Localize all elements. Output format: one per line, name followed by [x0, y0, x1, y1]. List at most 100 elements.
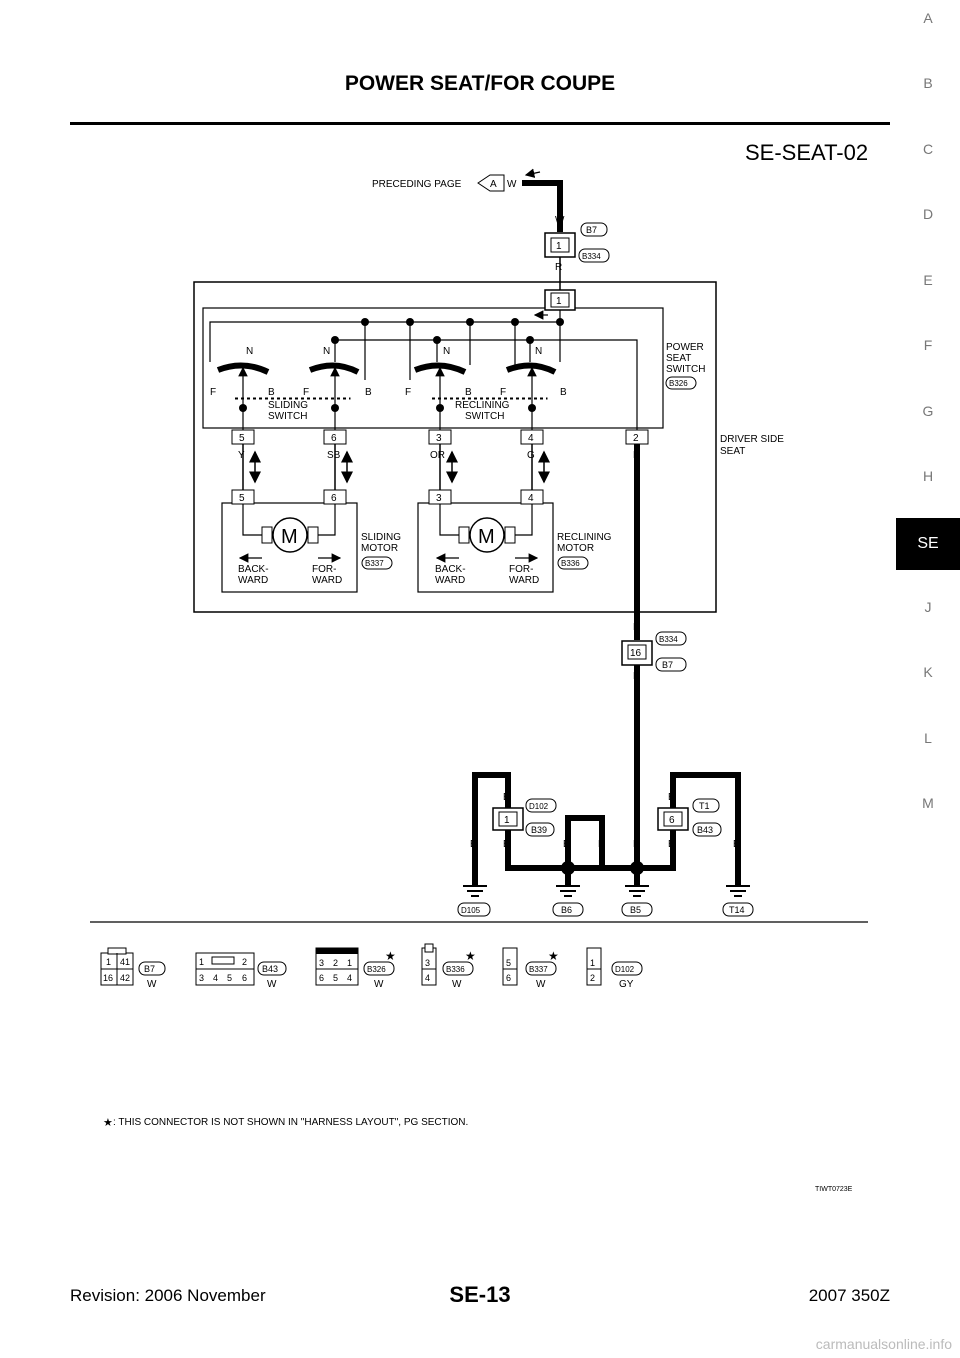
splice-b5 [630, 861, 644, 875]
reclining-motor-brush-l [458, 526, 470, 544]
section-index-nav: A B C D E F G H SE J K L M [896, 0, 960, 1000]
connector-tag-b7-top [580, 222, 608, 237]
wire-g: G [527, 450, 535, 461]
connector-tag-b337 [361, 556, 393, 570]
sliding-motor-box [221, 502, 358, 593]
connector-id-b39: B39 [531, 825, 547, 835]
page-number: SE-13 [449, 1282, 511, 1307]
d102-ref-pin-2: 2 [590, 973, 595, 983]
b43-pin-5: 5 [227, 973, 232, 983]
sliding-motor-symbol [272, 517, 308, 553]
nav-item-d[interactable]: D [922, 206, 934, 222]
ground-tag-b5 [621, 902, 653, 917]
wire-b-1: B [633, 622, 640, 633]
sw-pin-4: 4 [528, 433, 534, 444]
rm-for-2: WARD [509, 575, 539, 586]
connector-b334-pin [627, 644, 647, 660]
sliding-switch-label-1: SLIDING [268, 400, 308, 411]
nav-item-j[interactable]: J [924, 599, 932, 615]
b7-pin-41: 41 [120, 957, 130, 967]
sw-f-4: F [500, 387, 506, 398]
sw-pin-6: 6 [331, 433, 337, 444]
connector-tag-b334-top [578, 248, 610, 263]
sliding-motor-brush-l [261, 526, 273, 544]
nav-item-se[interactable]: SE [896, 518, 960, 570]
nav-item-f[interactable]: F [923, 337, 933, 353]
b336-pin-4: 4 [425, 973, 430, 983]
sw-f-1: F [210, 387, 216, 398]
rm-back-2: WARD [435, 575, 465, 586]
ref-b337-star: ★ [548, 949, 559, 963]
ref-b336-id: B336 [446, 965, 465, 974]
nav-item-b[interactable]: B [923, 75, 933, 91]
sm-for-1: FOR- [312, 564, 336, 575]
ref-b7-color: W [147, 979, 157, 990]
connector-tag-b39 [525, 822, 555, 837]
sliding-motor-label-2: MOTOR [361, 543, 398, 554]
watermark: carmanualsonline.info [815, 1336, 952, 1352]
footer-revision: Revision: 2006 November [70, 1286, 266, 1305]
b7-pin-1: 1 [106, 957, 111, 967]
reclining-motor-symbol [469, 517, 505, 553]
b7-pin-42: 42 [120, 973, 130, 983]
sm-back-1: BACK- [238, 564, 269, 575]
driver-side-seat-box [193, 281, 717, 613]
rm-pin-3: 3 [436, 493, 442, 504]
d102-ref-pin-1: 1 [590, 958, 595, 968]
page-title: POWER SEAT/FOR COUPE [344, 72, 616, 95]
connector-id-b337: B337 [365, 559, 384, 568]
wire-or: OR [430, 450, 445, 461]
sliding-switch-link [234, 397, 351, 400]
sm-pin-5: 5 [239, 493, 245, 504]
wb-4: B [598, 839, 605, 850]
ground-t14: T14 [729, 905, 745, 915]
splice-b6 [561, 861, 575, 875]
reclining-motor-label-1: RECLINING [557, 532, 612, 543]
figure-id: TIWT0723E [815, 1186, 853, 1193]
wire-y: Y [238, 450, 245, 461]
d102-pin-1: 1 [504, 815, 510, 826]
connector-tag-b43 [692, 822, 722, 837]
connector-tag-b7-bottom [655, 657, 687, 672]
sw-pin-2: 2 [633, 433, 639, 444]
power-seat-switch-label-2: SEAT [666, 353, 691, 364]
footer-model: 2007 350Z [808, 1286, 890, 1305]
nav-item-h[interactable]: H [922, 468, 934, 484]
connector-tag-t1 [692, 798, 720, 813]
wb-7: B [733, 839, 740, 850]
title-rule [70, 122, 890, 125]
nav-item-a[interactable]: A [923, 10, 933, 26]
b43-pin-4: 4 [213, 973, 218, 983]
preceding-page-label: PRECEDING PAGE [372, 179, 462, 190]
b43-pin-2: 2 [242, 957, 247, 967]
nav-item-e[interactable]: E [923, 272, 933, 288]
connector-tag-b336 [557, 556, 589, 570]
sw-b-2: B [365, 387, 372, 398]
ref-b336-color: W [452, 979, 462, 990]
note-star: ★ [103, 1117, 113, 1129]
reclining-switch-label-2: SWITCH [465, 411, 504, 422]
switch-terminal-numbers: 5 6 3 4 2 [239, 433, 639, 444]
pin-1-switch: 1 [556, 296, 562, 307]
ref-b43-color: W [267, 979, 277, 990]
sw-pin-3: 3 [436, 433, 442, 444]
ref-b326-id: B326 [367, 965, 386, 974]
b326-pin-5: 5 [333, 973, 338, 983]
reclining-motor-box [417, 502, 554, 593]
connector-id-b334-top: B334 [582, 252, 601, 261]
b337-pin-6: 6 [506, 973, 511, 983]
rm-pin-4: 4 [528, 493, 534, 504]
ground-tag-b6 [552, 902, 584, 917]
nav-item-l[interactable]: L [924, 730, 932, 746]
nav-item-m[interactable]: M [922, 795, 934, 811]
power-seat-switch-box [202, 307, 664, 429]
wb-1: B [470, 839, 477, 850]
nav-item-c[interactable]: C [922, 141, 934, 157]
sliding-switch-label-2: SWITCH [268, 411, 307, 422]
b326-pin-6: 6 [319, 973, 324, 983]
nav-item-k[interactable]: K [923, 664, 933, 680]
wb-6: B [668, 839, 675, 850]
sw-n-1: N [246, 346, 253, 357]
nav-item-g[interactable]: G [922, 403, 934, 419]
